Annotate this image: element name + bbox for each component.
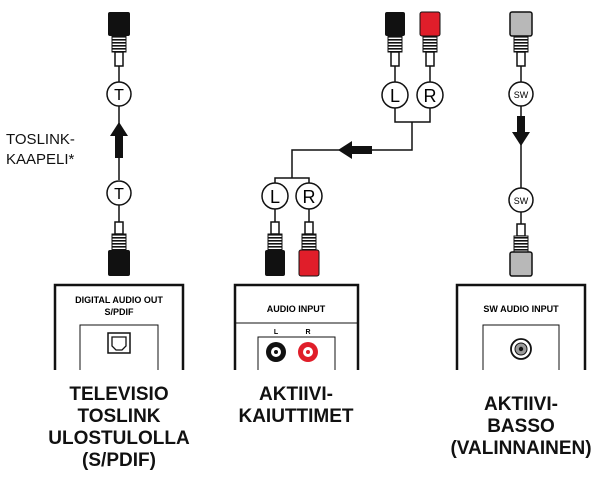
- rca-bottom-right-marker-label: R: [303, 187, 316, 207]
- sw-marker-top-label: SW: [514, 90, 529, 100]
- subwoofer-cable: SW SW: [508, 11, 534, 277]
- tv-caption-line1: TELEVISIO: [69, 384, 169, 405]
- subwoofer-caption-line2: BASSO: [487, 416, 555, 437]
- tv-caption-line2: TOSLINK: [77, 406, 161, 427]
- rca-bottom-left-plug: [265, 221, 285, 276]
- left-arrow-icon: [338, 141, 372, 159]
- speaker-right-label: R: [305, 329, 310, 336]
- toslink-label-line1: TOSLINK-: [6, 131, 75, 148]
- rca-top-left-plug: [385, 12, 405, 67]
- stereo-rca-cable: L R L R: [261, 11, 444, 277]
- toslink-cable: T T: [106, 12, 132, 276]
- speaker-left-label: L: [274, 329, 279, 336]
- speaker-panel: AUDIO INPUT L R: [233, 283, 360, 370]
- subwoofer-caption: AKTIIVI- BASSO (VALINNAINEN): [446, 394, 596, 460]
- speakers-caption: AKTIIVI- KAIUTTIMET: [221, 384, 371, 428]
- rca-right-jack-icon: [298, 342, 318, 362]
- toslink-top-plug: [108, 12, 130, 67]
- rca-left-jack-icon: [266, 342, 286, 362]
- rca-bottom-left-marker-label: L: [270, 187, 280, 207]
- sw-jack-icon: [510, 338, 532, 360]
- rca-top-right-plug: [419, 11, 441, 67]
- rca-top-right-marker-label: R: [424, 86, 437, 106]
- rca-bottom-right-plug: [298, 221, 320, 277]
- subwoofer-panel: SW AUDIO INPUT: [455, 283, 587, 370]
- up-arrow-icon: [110, 122, 128, 158]
- tv-panel-title-line2: S/PDIF: [104, 307, 134, 317]
- speakers-caption-line1: AKTIIVI-: [259, 384, 333, 405]
- sw-top-plug: [509, 11, 533, 67]
- tv-caption-line4: (S/PDIF): [82, 450, 156, 471]
- optical-port-icon: [107, 332, 131, 354]
- toslink-marker-bottom-label: T: [114, 186, 124, 203]
- sw-bottom-plug: [509, 223, 533, 277]
- tv-caption-line3: ULOSTULOLLA: [48, 428, 190, 449]
- tv-panel-title-line1: DIGITAL AUDIO OUT: [75, 295, 163, 305]
- subwoofer-caption-line3: (VALINNAINEN): [450, 438, 592, 459]
- toslink-marker-top-label: T: [114, 87, 124, 104]
- subwoofer-caption-line1: AKTIIVI-: [484, 394, 558, 415]
- toslink-bottom-plug: [108, 221, 130, 276]
- speaker-panel-title: AUDIO INPUT: [267, 304, 326, 314]
- down-arrow-icon: [512, 116, 530, 146]
- rca-top-left-marker-label: L: [390, 86, 400, 106]
- speakers-caption-line2: KAIUTTIMET: [238, 406, 354, 427]
- sw-marker-bottom-label: SW: [514, 196, 529, 206]
- toslink-label-line2: KAAPELI*: [6, 151, 75, 168]
- tv-panel: DIGITAL AUDIO OUT S/PDIF: [53, 283, 185, 370]
- sub-panel-title: SW AUDIO INPUT: [483, 304, 559, 314]
- tv-caption: TELEVISIO TOSLINK ULOSTULOLLA (S/PDIF): [44, 384, 194, 472]
- toslink-cable-label: TOSLINK- KAAPELI*: [6, 130, 75, 170]
